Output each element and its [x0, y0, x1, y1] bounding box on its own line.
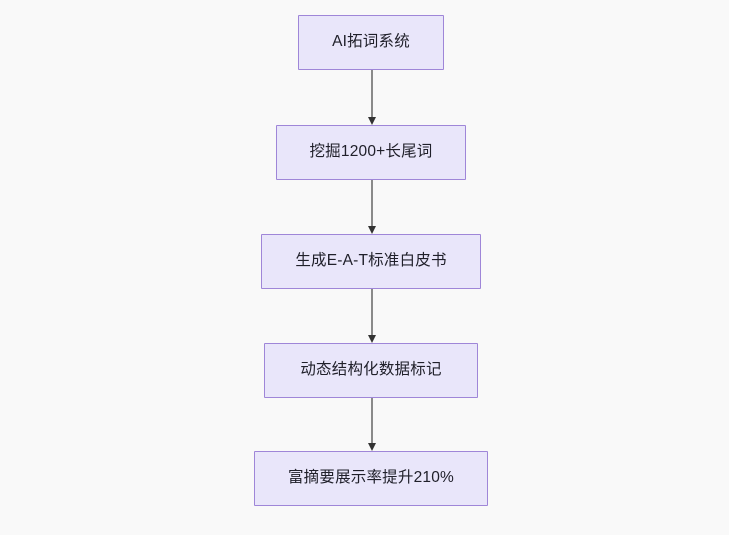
edge-line — [371, 70, 373, 118]
arrow-head-icon — [367, 226, 376, 234]
edge-line — [371, 289, 373, 336]
edge-node4-node5 — [367, 398, 376, 451]
edge-node3-node4 — [367, 289, 376, 343]
edge-line — [371, 398, 373, 444]
flow-node-label: 生成E-A-T标准白皮书 — [295, 252, 447, 270]
flow-node-label: AI拓词系统 — [332, 33, 410, 51]
flow-node-label: 挖掘1200+长尾词 — [309, 143, 433, 161]
edge-line — [371, 180, 373, 227]
arrow-head-icon — [367, 443, 376, 451]
flow-node-label: 动态结构化数据标记 — [300, 361, 442, 379]
edge-node2-node3 — [367, 180, 376, 234]
arrow-head-icon — [367, 117, 376, 125]
flow-node-dynamic-structured-data-markup[interactable]: 动态结构化数据标记 — [264, 343, 478, 398]
flow-node-rich-snippet-impression-lift[interactable]: 富摘要展示率提升210% — [254, 451, 488, 506]
flow-node-generate-eat-whitepaper[interactable]: 生成E-A-T标准白皮书 — [261, 234, 481, 289]
flow-node-label: 富摘要展示率提升210% — [287, 469, 455, 487]
flow-node-mine-longtail-keywords[interactable]: 挖掘1200+长尾词 — [276, 125, 466, 180]
flow-node-ai-keyword-system[interactable]: AI拓词系统 — [298, 15, 444, 70]
arrow-head-icon — [367, 335, 376, 343]
edge-node1-node2 — [367, 70, 376, 125]
